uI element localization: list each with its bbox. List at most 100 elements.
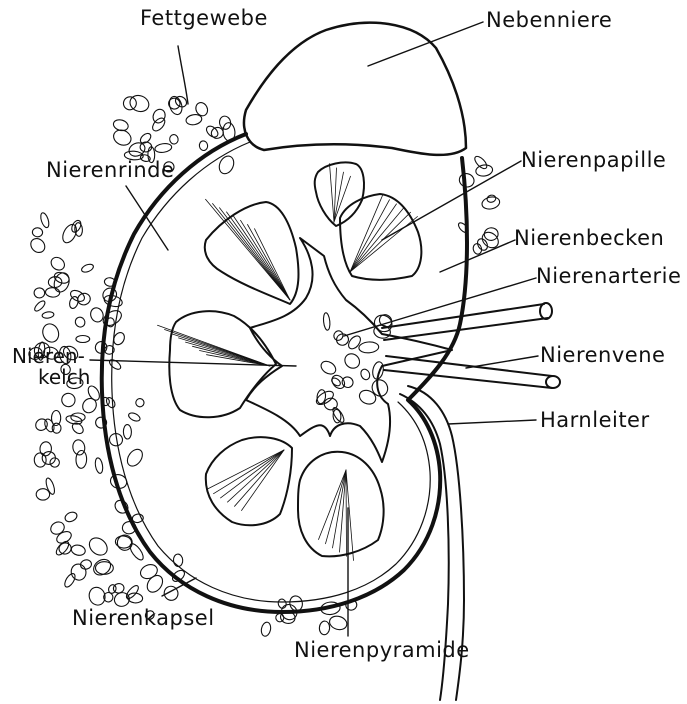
fat-cell [138, 562, 159, 581]
fat-cell [144, 572, 166, 595]
fat-cell [34, 287, 45, 298]
renal-pyramid-5 [206, 437, 292, 525]
fat-cell [323, 313, 331, 331]
striation-line [333, 470, 347, 548]
label-nierenkelch: Nieren- kelch [12, 346, 90, 388]
fat-cell [44, 477, 56, 495]
fat-cell [111, 127, 133, 148]
fat-cell [154, 143, 172, 154]
fat-cell [199, 140, 209, 151]
fat-cell [481, 195, 501, 210]
fat-cell [319, 359, 338, 377]
fat-cell [359, 341, 380, 353]
fat-cell [55, 529, 73, 545]
fat-cell [32, 227, 43, 237]
fat-cell [94, 457, 104, 474]
striation-line [220, 208, 291, 300]
renal-vein-end [546, 376, 560, 388]
fat-cell [260, 621, 272, 637]
fat-cell [346, 334, 363, 351]
label-nierenkelch-line-1: Nieren- [12, 346, 90, 367]
renal-artery [382, 304, 548, 340]
fat-cell [91, 556, 114, 578]
fat-cell [72, 439, 86, 456]
label-nierenbecken: Nierenbecken [514, 228, 664, 249]
fat-cell [80, 263, 94, 274]
striation-line [234, 216, 291, 300]
fat-cell [342, 351, 363, 371]
fat-cell [54, 539, 71, 557]
fat-cell [124, 584, 140, 601]
fat-cell [135, 398, 145, 408]
fat-cell [64, 510, 79, 523]
fat-cell [319, 621, 330, 635]
label-nierenvene: Nierenvene [540, 345, 665, 366]
fat-cell [70, 219, 83, 234]
fat-cell [63, 572, 77, 589]
fat-cell [39, 212, 50, 229]
fat-cell [76, 336, 90, 343]
fat-cell [40, 321, 61, 344]
fat-cell [28, 236, 48, 256]
fat-cell [70, 544, 86, 557]
label-fettgewebe: Fettgewebe [140, 8, 268, 29]
label-nierenkapsel: Nierenkapsel [72, 608, 215, 629]
label-nierenpyramide: Nierenpyramide [294, 640, 470, 661]
striation-line [350, 212, 411, 272]
fat-cell [127, 411, 141, 422]
striation-line [221, 450, 285, 498]
fat-cell [33, 299, 47, 312]
fat-cell [65, 414, 82, 425]
fat-cell [45, 287, 60, 297]
fat-cell [475, 164, 493, 177]
label-nierenpapille: Nierenpapille [521, 150, 666, 171]
fat-cell [108, 358, 122, 371]
label-nebenniere: Nebenniere [486, 10, 612, 31]
striation-line [346, 470, 347, 556]
fat-cell [483, 227, 498, 241]
fat-cell [58, 542, 72, 555]
fat-cell [359, 368, 371, 381]
label-nierenarterie: Nierenarterie [536, 266, 681, 287]
fat-cell [87, 585, 107, 607]
fat-cell [357, 388, 378, 407]
label-nierenkelch-line-2: kelch [12, 367, 90, 388]
striation-line [241, 220, 291, 300]
fat-cell [69, 562, 87, 582]
striation-line [350, 196, 383, 273]
fat-cell [49, 520, 67, 537]
striation-line [228, 450, 285, 502]
fat-cell [328, 614, 349, 632]
fat-cell [36, 488, 50, 500]
fat-cell [162, 584, 181, 603]
striation-line [227, 212, 291, 300]
fat-cell [59, 391, 77, 409]
striation-line [350, 204, 397, 272]
fat-cell [124, 446, 145, 468]
fat-cell [173, 554, 183, 567]
fat-cell [42, 311, 55, 319]
fat-cell [128, 93, 152, 114]
striation-line [346, 470, 354, 561]
fat-cell [123, 425, 131, 440]
label-harnleiter: Harnleiter [540, 410, 650, 431]
fat-cell [49, 457, 61, 469]
fat-cell [73, 315, 86, 328]
fat-cell [86, 534, 111, 558]
striation-line [214, 450, 285, 494]
renal-pyramid-6 [298, 452, 384, 557]
fat-cell [473, 154, 489, 170]
fat-cell [486, 194, 496, 203]
fat-cell [34, 453, 47, 468]
striation-line [319, 470, 347, 540]
striation-line [242, 450, 285, 511]
renal-artery-end [540, 303, 552, 319]
striation-line [330, 164, 335, 222]
adrenal-gland [244, 23, 466, 155]
fat-cell [169, 134, 179, 145]
striation-line [350, 208, 404, 272]
fat-cell [96, 562, 114, 575]
fat-cell [76, 450, 87, 468]
striation-line [213, 204, 291, 301]
